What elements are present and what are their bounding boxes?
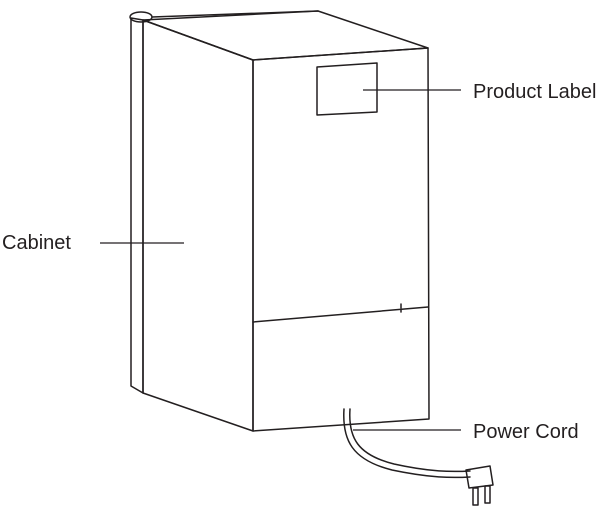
power-cord-wire bbox=[343, 408, 471, 479]
cabinet-body bbox=[129, 10, 430, 432]
product-label-callout: Product Label bbox=[473, 81, 596, 103]
cabinet-front-face bbox=[252, 47, 430, 432]
plug-prong-right bbox=[484, 485, 491, 504]
product-label-plate bbox=[316, 62, 378, 116]
lower-compartment-line bbox=[252, 306, 429, 323]
power-cord-wire-inner bbox=[349, 408, 471, 473]
power-cord-callout: Power Cord bbox=[473, 421, 579, 443]
plug-prong-left bbox=[472, 487, 479, 506]
power-cord-graphic bbox=[343, 408, 494, 506]
cabinet-side-face bbox=[142, 19, 254, 432]
power-plug bbox=[465, 465, 494, 489]
cabinet-door-panel bbox=[130, 17, 144, 394]
cabinet-callout: Cabinet bbox=[2, 232, 71, 254]
door-top-edge bbox=[151, 10, 319, 18]
door-hinge bbox=[129, 11, 153, 23]
